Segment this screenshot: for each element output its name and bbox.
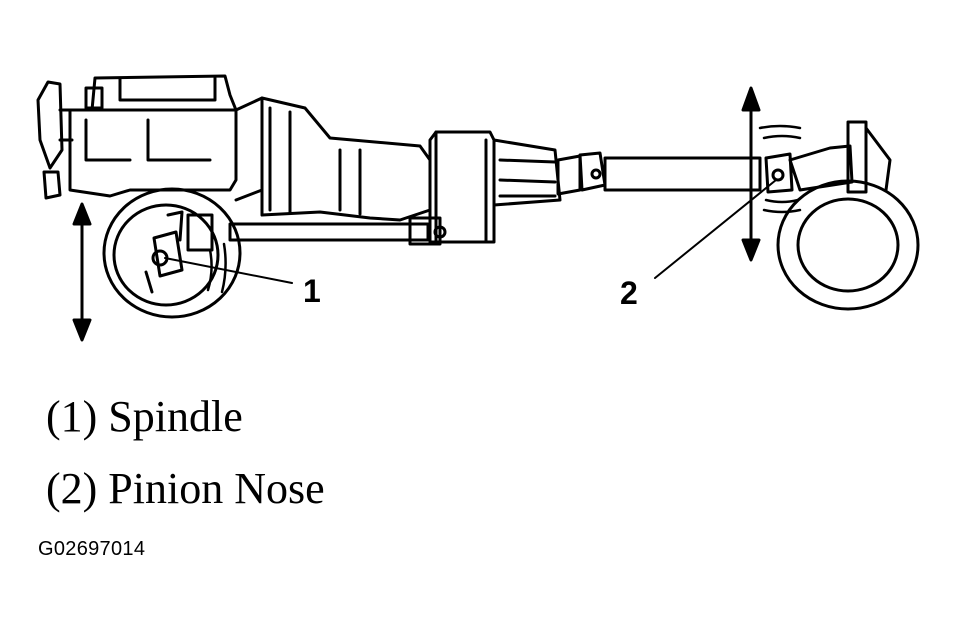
legend-spindle: (1) Spindle <box>46 392 243 441</box>
front-motion-arrow <box>72 202 92 342</box>
rear-driveshaft <box>556 151 762 196</box>
callout-1: 1 <box>303 273 321 309</box>
rear-axle <box>764 120 892 194</box>
front-wheel <box>102 187 242 319</box>
front-driveshaft <box>186 213 447 252</box>
figure-id: G02697014 <box>38 538 146 560</box>
vibration-marks <box>206 124 802 294</box>
rear-wheel <box>776 179 920 311</box>
transfer-case <box>428 130 562 244</box>
rear-motion-arrow <box>741 86 761 262</box>
fan <box>36 80 74 200</box>
leader-line-1 <box>164 257 293 284</box>
callout-2: 2 <box>620 275 638 311</box>
legend-pinion-nose: (2) Pinion Nose <box>46 464 325 513</box>
leader-line-2 <box>654 179 777 279</box>
transmission <box>260 96 432 222</box>
engine <box>68 74 264 202</box>
